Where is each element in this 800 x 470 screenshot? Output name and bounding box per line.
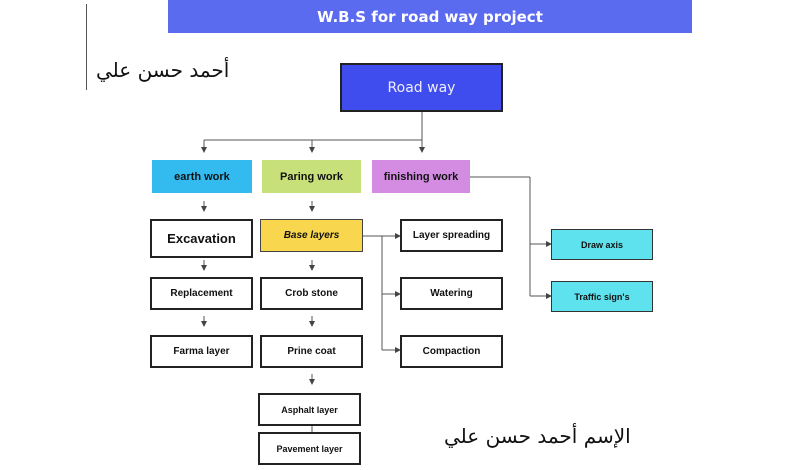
node-earth-work: earth work [152, 160, 252, 193]
node-finishing-work: finishing work [372, 160, 470, 193]
node-farma-layer: Farma layer [150, 335, 253, 368]
node-compaction: Compaction [400, 335, 503, 368]
node-traffic-signs: Traffic sign's [551, 281, 653, 312]
node-pavement-layer: Pavement layer [258, 432, 361, 465]
node-draw-axis: Draw axis [551, 229, 653, 260]
signature-bottom: الإسم أحمد حسن علي [444, 424, 631, 448]
left-divider-line [86, 4, 87, 90]
node-crob-stone: Crob stone [260, 277, 363, 310]
node-paring-work: Paring work [262, 160, 361, 193]
diagram-title: W.B.S for road way project [168, 0, 692, 33]
node-watering: Watering [400, 277, 503, 310]
node-asphalt-layer: Asphalt layer [258, 393, 361, 426]
node-road-way: Road way [340, 63, 503, 112]
node-replacement: Replacement [150, 277, 253, 310]
node-base-layers: Base layers [260, 219, 363, 252]
signature-top: أحمد حسن علي [96, 58, 230, 82]
node-prine-coat: Prine coat [260, 335, 363, 368]
node-excavation: Excavation [150, 219, 253, 258]
node-layer-spreading: Layer spreading [400, 219, 503, 252]
